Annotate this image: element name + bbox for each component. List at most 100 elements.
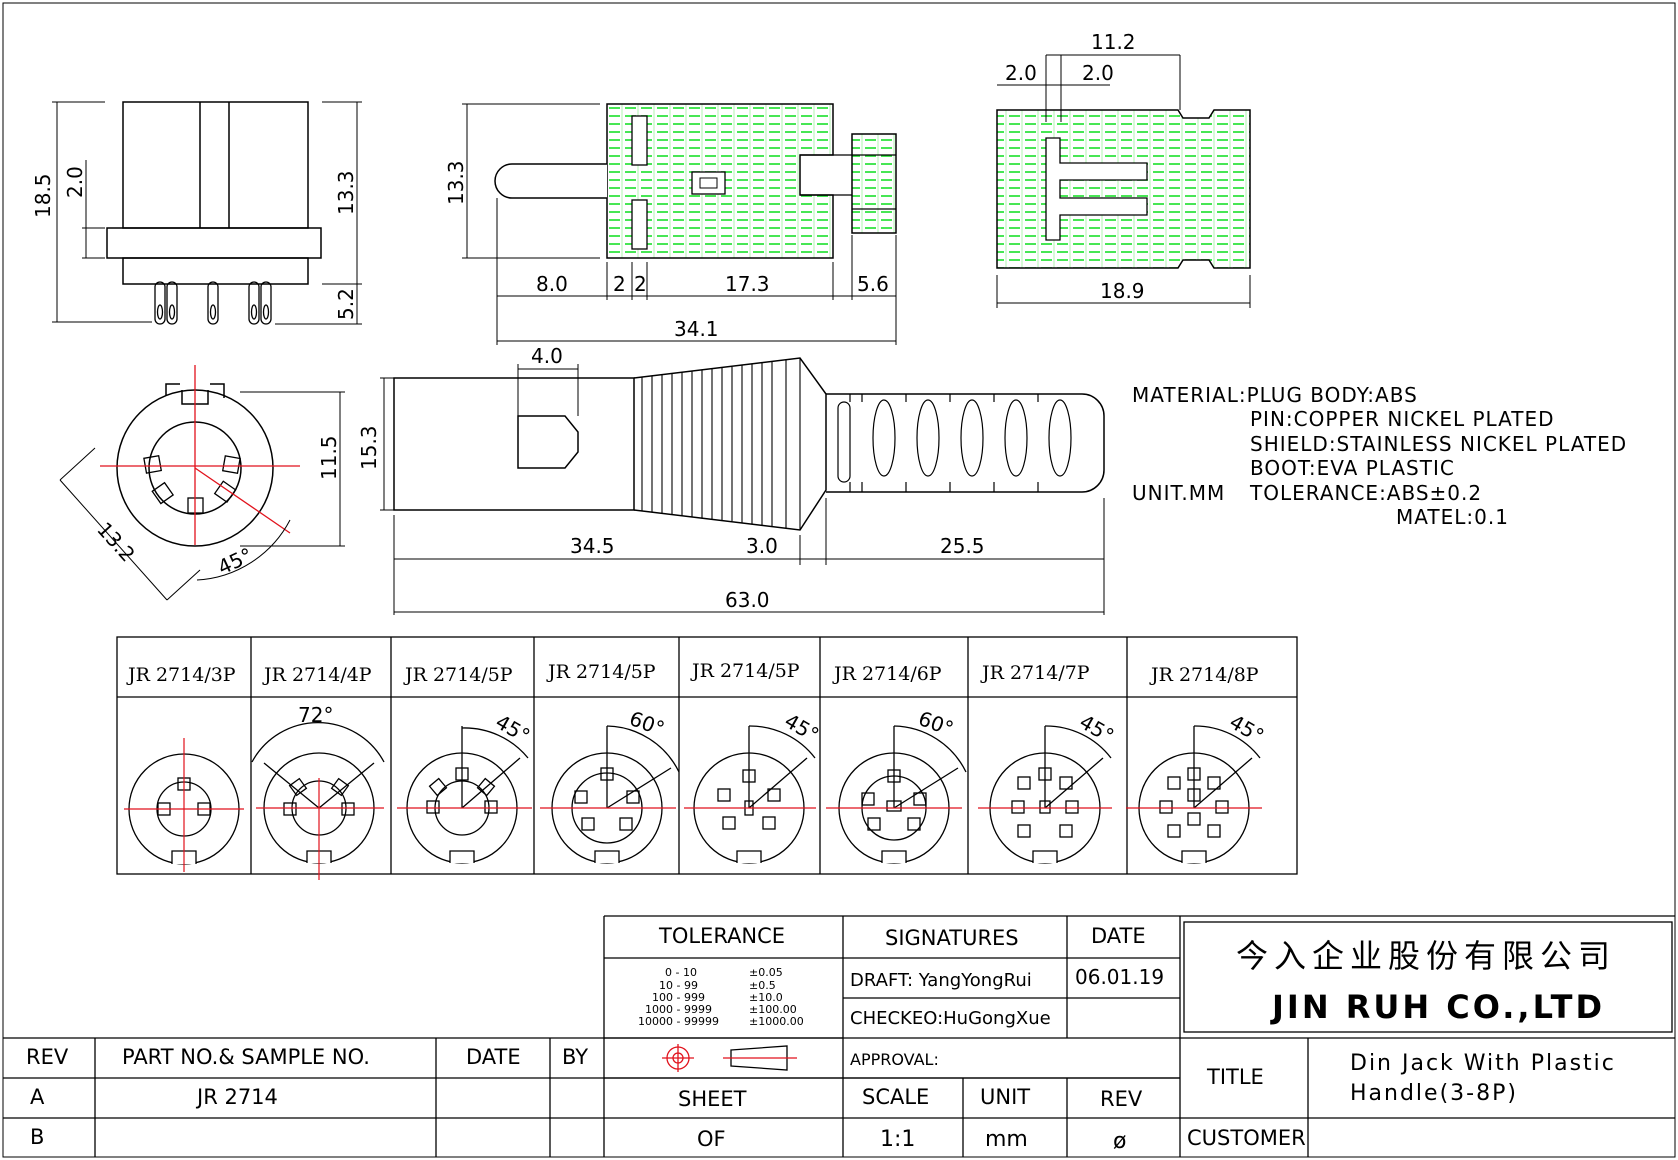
dim-top-width: 11.2 (1091, 30, 1136, 54)
tb-customer-head: CUSTOMER (1187, 1126, 1306, 1150)
dim-side-gap1: 2 (613, 272, 626, 296)
variant-label-4p: JR 2714/4P (262, 664, 372, 686)
variant-5p-a-diagram (397, 726, 532, 864)
dim-side-height: 13.3 (444, 160, 468, 205)
variant-angle-4p: 72° (298, 703, 333, 727)
dim-side-total: 34.1 (674, 317, 719, 341)
tb-checked: CHECKEO:HuGongXue (850, 1008, 1051, 1029)
tb-signatures-head: SIGNATURES (885, 926, 1019, 950)
tol-value-3: ±100.00 (749, 1003, 797, 1016)
tol-value-1: ±0.5 (749, 979, 776, 992)
tol-value-0: ±0.05 (749, 966, 783, 979)
tb-approval: APPROVAL: (850, 1050, 939, 1069)
tb-part-head: PART NO.& SAMPLE NO. (122, 1045, 370, 1069)
variant-8p-diagram (1126, 725, 1262, 864)
tb-scale-head: SCALE (862, 1085, 929, 1109)
dim-top-off2: 2.0 (1082, 61, 1114, 85)
side-view (462, 103, 897, 345)
tb-tolerance-head: TOLERANCE (658, 924, 785, 948)
tb-by-col: BY (562, 1045, 588, 1069)
variant-angle-8p: 45° (1226, 710, 1269, 749)
tb-unit-head: UNIT (980, 1085, 1030, 1109)
variant-4p-diagram (251, 722, 385, 880)
variant-label-5p-a: JR 2714/5P (403, 664, 513, 686)
variant-7p-diagram (978, 725, 1112, 864)
tb-rev-head: REV (26, 1045, 69, 1069)
top-view (996, 54, 1251, 308)
tb-scale-val: 1:1 (880, 1127, 915, 1152)
dim-side-tail: 5.6 (857, 272, 889, 296)
note-tolerance-matel: MATEL:0.1 (1396, 505, 1509, 529)
variant-5p-b-diagram (540, 725, 680, 864)
variant-angle-5p-b: 60° (626, 706, 668, 741)
tol-range-2: 100 - 999 (652, 991, 705, 1004)
dim-face-height: 11.5 (317, 435, 341, 480)
dim-side-body: 17.3 (725, 272, 770, 296)
tb-company-en: JIN RUH CO.,LTD (1270, 988, 1605, 1026)
tb-draft: DRAFT: YangYongRui (850, 970, 1032, 991)
front-view (52, 101, 362, 325)
tb-date-head: DATE (1091, 924, 1146, 948)
dim-front-flange: 2.0 (63, 166, 87, 198)
tb-row-a-part: JR 2714 (195, 1085, 278, 1109)
tb-row-b: B (30, 1125, 44, 1149)
tb-date-col: DATE (466, 1045, 521, 1069)
dim-front-height: 18.5 (31, 173, 55, 218)
variant-5p-c-diagram (684, 725, 816, 864)
tb-of: OF (697, 1127, 726, 1151)
tb-tolerance-rows: 0 - 10 ±0.05 10 - 99 ±0.5 100 - 999 ±10.… (638, 966, 804, 1028)
tb-company-cn: 今入企业股份有限公司 (1236, 937, 1616, 975)
tb-title-line1: Din Jack With Plastic (1350, 1051, 1616, 1076)
variant-label-8p: JR 2714/8P (1149, 664, 1259, 686)
tb-title-head: TITLE (1206, 1065, 1264, 1089)
tol-range-4: 10000 - 99999 (638, 1015, 719, 1028)
tol-range-1: 10 - 99 (659, 979, 698, 992)
title-block (3, 915, 1675, 1157)
variants-table (116, 636, 1298, 875)
note-unit: UNIT.MM (1132, 481, 1225, 505)
variant-label-5p-b: JR 2714/5P (546, 661, 656, 683)
tol-range-0: 0 - 10 (665, 966, 697, 979)
dim-side-pin-len: 8.0 (536, 272, 568, 296)
tol-value-2: ±10.0 (749, 991, 783, 1004)
tb-draft-date: 06.01.19 (1075, 965, 1164, 989)
face-view (59, 365, 345, 601)
dim-plug-boot: 25.5 (940, 534, 985, 558)
variant-label-6p: JR 2714/6P (832, 663, 942, 685)
variant-label-7p: JR 2714/7P (980, 662, 1090, 684)
tb-title-line2: Handle(3-8P) (1350, 1081, 1518, 1106)
dim-front-body: 13.3 (334, 170, 358, 215)
plug-view (380, 357, 1105, 615)
variant-6p-diagram (826, 725, 967, 864)
dim-side-gap2: 2 (634, 272, 647, 296)
dim-plug-dia: 15.3 (357, 425, 381, 470)
tol-value-4: ±1000.00 (749, 1015, 804, 1028)
note-material: MATERIAL:PLUG BODY:ABS (1132, 383, 1418, 407)
dim-front-pin: 5.2 (334, 288, 358, 320)
tb-rev-val: ø (1113, 1129, 1126, 1154)
variant-angle-5p-c: 45° (781, 709, 824, 748)
variant-angle-7p: 45° (1076, 710, 1119, 749)
tol-range-3: 1000 - 9999 (645, 1003, 712, 1016)
tb-sheet: SHEET (678, 1087, 747, 1111)
note-pin: PIN:COPPER NICKEL PLATED (1250, 407, 1555, 431)
variant-label-5p-c: JR 2714/5P (690, 660, 800, 682)
variant-label-3p: JR 2714/3P (126, 664, 236, 686)
tb-row-a: A (30, 1085, 45, 1109)
tb-unit-val: mm (985, 1127, 1028, 1152)
variant-angle-5p-a: 45° (492, 710, 535, 749)
variant-angle-6p: 60° (915, 706, 957, 741)
dim-plug-total: 63.0 (725, 588, 770, 612)
note-tolerance: TOLERANCE:ABS±0.2 (1249, 481, 1482, 505)
dim-plug-collar: 3.0 (746, 534, 778, 558)
projection-symbol (662, 1044, 797, 1072)
dim-top-len: 18.9 (1100, 279, 1145, 303)
variant-3p-diagram (124, 738, 244, 872)
note-boot: BOOT:EVA PLASTIC (1250, 456, 1455, 480)
dim-plug-window: 4.0 (531, 344, 563, 368)
dim-top-off1: 2.0 (1005, 61, 1037, 85)
dim-plug-body: 34.5 (570, 534, 615, 558)
dim-face-angle: 45° (214, 543, 256, 580)
